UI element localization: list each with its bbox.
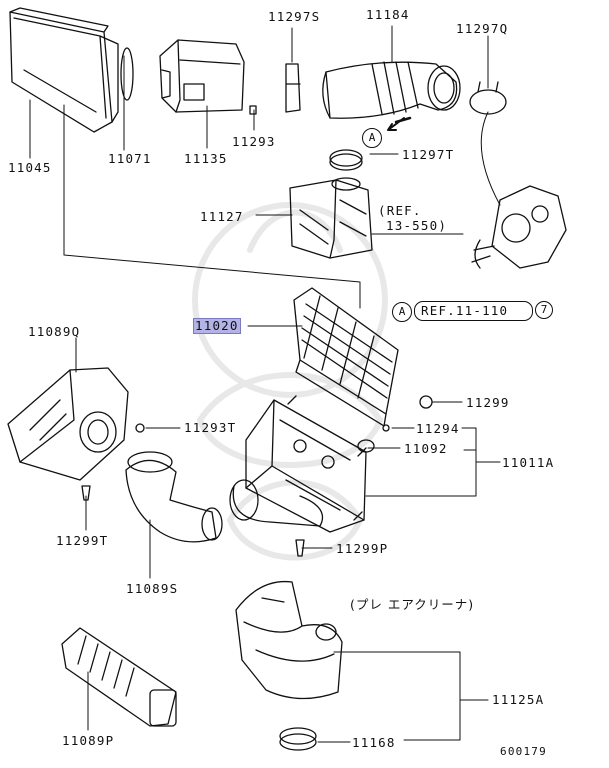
marker-a-top: A: [362, 128, 382, 148]
label-11011A: 11011A: [502, 455, 555, 470]
pre-air-cleaner-note: (プレ エアクリーナ): [350, 597, 475, 612]
part-11297Q-clamp: [469, 81, 507, 115]
ref-13-550-line2: 13-550): [386, 218, 448, 233]
label-11089Q: 11089Q: [28, 324, 81, 339]
label-11299T: 11299T: [56, 533, 109, 548]
label-11045: 11045: [8, 160, 52, 175]
part-11297S-clip: [285, 63, 301, 113]
label-11297Q: 11297Q: [456, 21, 509, 36]
label-11297T: 11297T: [402, 147, 455, 162]
marker-a-ref: A: [392, 302, 412, 322]
watermark-emblem: [192, 202, 388, 561]
ref-11-110-number: 7: [535, 301, 553, 319]
part-11089Q-housing: [7, 367, 129, 481]
label-11294: 11294: [416, 421, 460, 436]
part-11011A-case: [229, 395, 367, 533]
label-11135: 11135: [184, 151, 228, 166]
throttle-body: [471, 185, 567, 269]
part-11125A-pre-cleaner: [235, 580, 343, 700]
part-11184-hose: [322, 61, 461, 124]
diagram-id: 600179: [500, 745, 547, 758]
label-11125A: 11125A: [492, 692, 545, 707]
label-11089P: 11089P: [62, 733, 115, 748]
part-11135-sensor: [159, 39, 245, 113]
label-11184: 11184: [366, 7, 410, 22]
part-11020-filter: [293, 287, 399, 427]
label-11297S: 11297S: [268, 9, 321, 24]
label-11092: 11092: [404, 441, 448, 456]
part-11089P-bellows: [61, 627, 177, 727]
ref-11-110-box[interactable]: REF.11-110: [414, 301, 534, 321]
ref-13-550-line1: (REF.: [378, 203, 422, 218]
label-11293T: 11293T: [184, 420, 237, 435]
label-11168: 11168: [352, 735, 396, 750]
label-11071: 11071: [108, 151, 152, 166]
part-11297T-ring: [329, 149, 363, 171]
label-11293: 11293: [232, 134, 276, 149]
label-11127: 11127: [200, 209, 244, 224]
label-11299P: 11299P: [336, 541, 389, 556]
label-11299: 11299: [466, 395, 510, 410]
ref-11-110-text: REF.11-110: [421, 303, 509, 318]
part-11071-gasket: [120, 47, 134, 101]
part-11045-duct: [9, 7, 119, 133]
label-11020: 11020: [193, 318, 241, 334]
part-11127-resonator: [289, 177, 373, 259]
part-11168-grommet: [279, 727, 317, 751]
part-11089S-elbow: [125, 451, 223, 543]
label-11089S: 11089S: [126, 581, 179, 596]
leader-lines: [29, 25, 501, 743]
part-11293-bolt: [249, 105, 257, 115]
arrow-to-a: [387, 117, 405, 131]
